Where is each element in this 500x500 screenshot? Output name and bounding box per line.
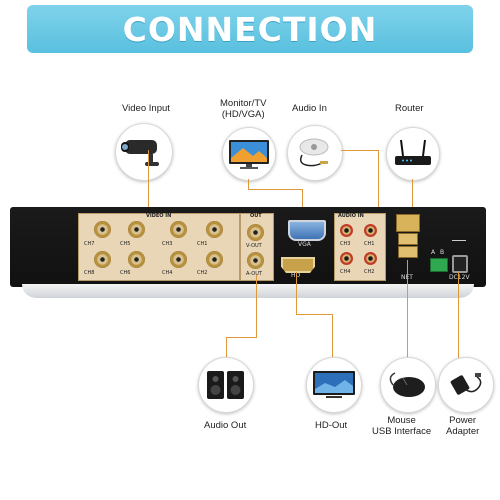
- ch-label-top-4: CH1: [197, 241, 208, 247]
- label-monitor-line2: (HD/VGA): [221, 109, 265, 120]
- label-power-line1: Power: [449, 415, 477, 426]
- label-power: Power Adapter: [446, 415, 479, 437]
- label-mouse-line2: USB Interface: [372, 426, 432, 437]
- page-title: CONNECTION: [122, 9, 378, 49]
- bnc-port-ch4[interactable]: [170, 251, 187, 268]
- rca-port-ch3[interactable]: [340, 224, 353, 237]
- mouse-circle: [380, 357, 436, 413]
- label-monitor-line1: Monitor/TV: [220, 98, 267, 109]
- bnc-port-ch2[interactable]: [206, 251, 223, 268]
- title-banner: CONNECTION: [27, 5, 473, 53]
- ch-label-bottom-3: CH4: [162, 270, 173, 276]
- video-in-label: VIDEO IN: [146, 213, 172, 219]
- vga-label: VGA: [298, 241, 311, 248]
- router-circle: [386, 127, 440, 181]
- out-label: OUT: [250, 213, 262, 219]
- net-label: NET: [401, 274, 413, 281]
- line-audio-in-h: [341, 150, 378, 151]
- label-mouse: Mouse USB Interface: [372, 415, 431, 437]
- dvr-base: [22, 284, 474, 298]
- rca-port-ch1[interactable]: [364, 224, 377, 237]
- tv-circle: [306, 357, 362, 413]
- label-audio-in: Audio In: [292, 103, 327, 114]
- bnc-port-v-out[interactable]: [247, 224, 264, 241]
- monitor-circle: [222, 127, 276, 181]
- rca-port-ch2[interactable]: [364, 252, 377, 265]
- label-mouse-line1: Mouse: [387, 415, 416, 426]
- power-adapter-circle: [438, 357, 494, 413]
- v-out-label: V-OUT: [246, 243, 262, 249]
- speaker-circle: [198, 357, 254, 413]
- rca-port-ch4[interactable]: [340, 252, 353, 265]
- line-monitor-v1: [248, 179, 249, 189]
- line-usb-v: [407, 260, 408, 358]
- terminal-label-b: B: [440, 249, 445, 256]
- camera-circle: [115, 123, 173, 181]
- bnc-port-ch6[interactable]: [128, 251, 145, 268]
- vga-port[interactable]: [288, 220, 326, 241]
- usb-port-1[interactable]: [398, 233, 418, 245]
- line-audio-out-v: [256, 275, 257, 337]
- a-out-label: A-OUT: [246, 271, 262, 277]
- bnc-port-ch8[interactable]: [94, 251, 111, 268]
- line-audio-out-h: [226, 337, 257, 338]
- camera-icon: [121, 140, 159, 166]
- line-monitor-v2: [302, 189, 303, 219]
- rs485-terminal[interactable]: [430, 258, 448, 272]
- bnc-port-a-out[interactable]: [247, 252, 264, 269]
- tv-icon: [313, 371, 355, 398]
- bnc-port-ch7[interactable]: [94, 221, 111, 238]
- ch-label-top-1: CH7: [84, 241, 95, 247]
- audio-label-bottom-1: CH4: [340, 269, 351, 275]
- label-hd-out: HD-Out: [315, 420, 348, 431]
- mouse-icon: [389, 372, 425, 397]
- router-icon: [395, 139, 431, 165]
- microphone-icon: [299, 138, 329, 167]
- bnc-port-ch5[interactable]: [128, 221, 145, 238]
- power-adapter-icon: [450, 373, 482, 395]
- bnc-port-ch3[interactable]: [170, 221, 187, 238]
- ch-label-bottom-4: CH2: [197, 270, 208, 276]
- label-power-line2: Adapter: [446, 426, 480, 437]
- line-audio-out-v2: [226, 337, 227, 357]
- label-video-input: Video Input: [122, 103, 170, 114]
- dc-power-port[interactable]: [452, 255, 468, 273]
- hd-port[interactable]: [281, 257, 315, 273]
- microphone-circle: [287, 125, 343, 181]
- line-monitor-h: [248, 189, 302, 190]
- line-video-in-v: [148, 150, 149, 208]
- monitor-icon: [229, 140, 269, 169]
- ch-label-bottom-2: CH6: [120, 270, 131, 276]
- label-router: Router: [395, 103, 424, 114]
- label-audio-out: Audio Out: [204, 420, 247, 431]
- net-port[interactable]: [396, 214, 420, 232]
- audio-in-panel-label: AUDIO IN: [338, 213, 364, 219]
- dc-label: DC12V: [449, 274, 470, 281]
- ch-label-bottom-1: CH8: [84, 270, 95, 276]
- line-hd-h: [296, 314, 332, 315]
- audio-label-top-2: CH1: [364, 241, 375, 247]
- usb-port-2[interactable]: [398, 246, 418, 258]
- ch-label-top-3: CH3: [162, 241, 173, 247]
- terminal-label-a: A: [431, 249, 436, 256]
- audio-label-top-1: CH3: [340, 241, 351, 247]
- audio-label-bottom-2: CH2: [364, 269, 375, 275]
- speaker-icon: [207, 371, 244, 399]
- line-audio-in-v: [378, 150, 379, 210]
- bnc-port-ch1[interactable]: [206, 221, 223, 238]
- line-hd-v2: [332, 314, 333, 357]
- line-power-v: [458, 272, 459, 358]
- polarity-symbol: [452, 240, 466, 247]
- line-hd-v: [296, 272, 297, 314]
- ch-label-top-2: CH5: [120, 241, 131, 247]
- label-monitor: Monitor/TV (HD/VGA): [220, 98, 266, 120]
- line-router-v: [412, 179, 413, 215]
- hd-label: HD: [291, 272, 300, 279]
